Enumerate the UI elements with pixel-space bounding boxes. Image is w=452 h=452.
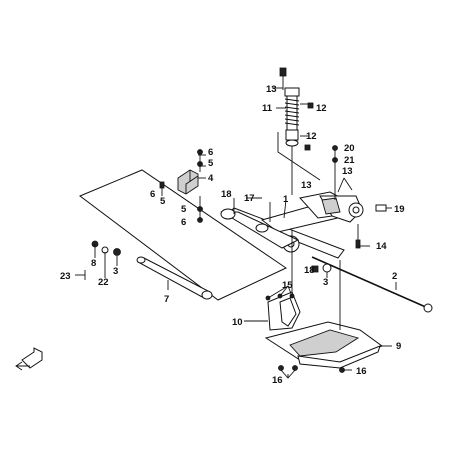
callout-23: 23 <box>60 271 71 282</box>
callout-10: 10 <box>232 317 243 328</box>
leader-lines <box>75 87 397 378</box>
base-plate <box>79 169 288 301</box>
upper-left-bracket <box>159 149 203 223</box>
callout-16: 16 <box>272 375 283 386</box>
callout-6: 6 <box>181 217 186 228</box>
callout-labels: 13 12 11 12 6 5 4 6 5 18 5 6 17 1 13 20 … <box>60 84 405 386</box>
callout-5: 5 <box>181 204 187 215</box>
lower-rod <box>84 240 213 300</box>
callout-3: 3 <box>113 266 118 277</box>
callout-16: 16 <box>356 366 367 377</box>
callout-1: 1 <box>283 194 289 205</box>
callout-6: 6 <box>150 189 155 200</box>
swing-arm <box>220 191 364 259</box>
callout-15: 15 <box>282 280 293 291</box>
callout-4: 4 <box>208 173 214 184</box>
callout-18: 18 <box>221 189 232 200</box>
axle-rod <box>311 256 433 313</box>
shock-absorber <box>277 67 321 195</box>
callout-7: 7 <box>164 294 169 305</box>
callout-5: 5 <box>208 158 214 169</box>
callout-13: 13 <box>301 180 312 191</box>
callout-13: 13 <box>266 84 277 95</box>
callout-12: 12 <box>306 131 317 142</box>
callout-17: 17 <box>244 193 255 204</box>
callout-22: 22 <box>98 277 109 288</box>
callout-20: 20 <box>344 143 355 154</box>
callout-14: 14 <box>376 241 387 252</box>
lower-guard <box>264 230 384 379</box>
callout-2: 2 <box>392 271 397 282</box>
callout-3: 3 <box>323 277 328 288</box>
front-direction-icon <box>15 347 43 371</box>
callout-11: 11 <box>262 103 273 114</box>
callout-6: 6 <box>208 147 213 158</box>
callout-13: 13 <box>342 166 353 177</box>
callout-5: 5 <box>160 196 166 207</box>
callout-21: 21 <box>344 155 355 166</box>
callout-9: 9 <box>396 341 401 352</box>
callout-18: 18 <box>304 265 315 276</box>
callout-19: 19 <box>394 204 405 215</box>
callout-12: 12 <box>316 103 327 114</box>
right-fasteners <box>332 145 387 249</box>
callout-8: 8 <box>91 258 96 269</box>
